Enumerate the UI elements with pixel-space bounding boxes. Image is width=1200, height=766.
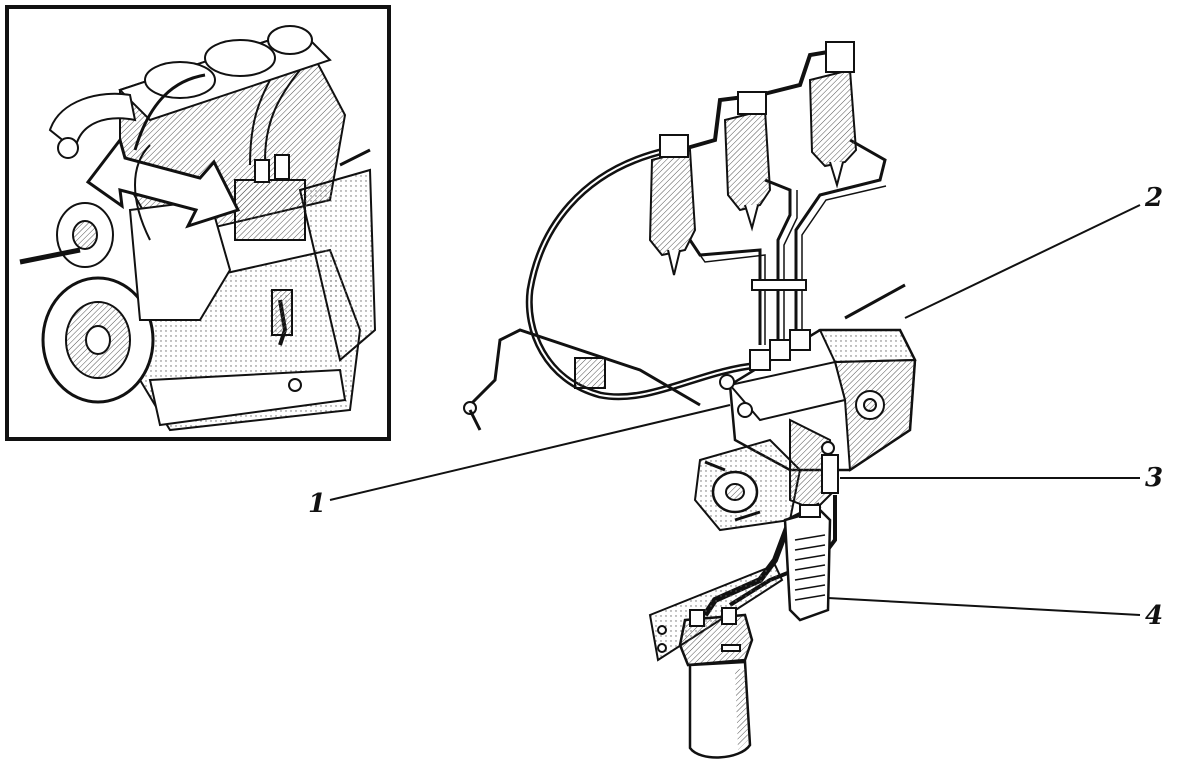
inset-pointer-arrow-icon	[85, 73, 241, 241]
callout-label-2: 2	[1144, 183, 1163, 213]
fuel-return-hose	[525, 146, 761, 401]
leader-1	[329, 404, 731, 501]
injection-pump	[719, 283, 917, 472]
callout-label-1: 1	[308, 489, 326, 519]
leader-2	[904, 204, 1141, 319]
callout-leaders	[329, 204, 1141, 616]
pump-drive-flange	[693, 438, 802, 532]
engine-inset	[5, 5, 391, 441]
fuel-filter	[678, 607, 754, 759]
hand-primer-pump	[783, 504, 832, 622]
injector-1	[648, 134, 697, 276]
injector-3	[808, 41, 858, 189]
feed-pump	[789, 418, 839, 512]
fuel-system-assembly	[463, 41, 917, 759]
engine-illustration	[19, 25, 377, 432]
callout-label-3: 3	[1145, 463, 1163, 493]
injector-2	[723, 91, 772, 232]
callout-labels: 1 2 3 4	[308, 183, 1163, 631]
high-pressure-fuel-lines	[688, 138, 887, 345]
leader-4	[827, 597, 1141, 616]
return-pipe-left	[468, 328, 701, 407]
callout-label-4: 4	[1145, 601, 1163, 631]
